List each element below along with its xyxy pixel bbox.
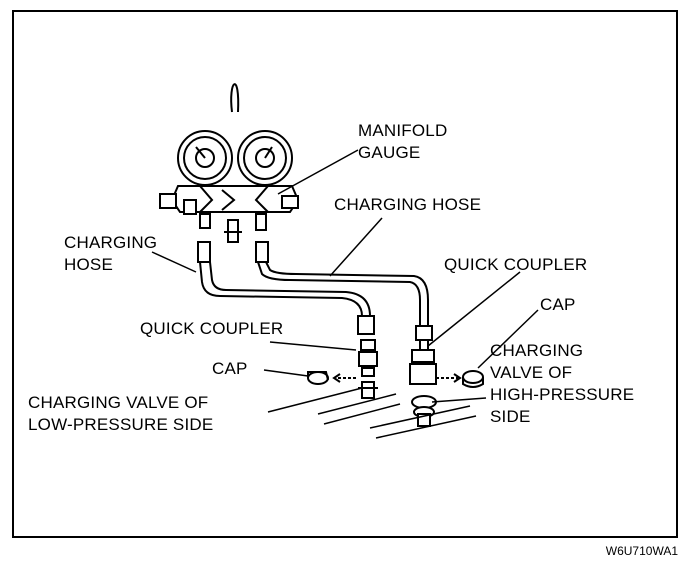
high-pressure-gauge — [237, 130, 293, 186]
high-side-quick-coupler — [409, 325, 437, 385]
left-valve-knob — [159, 193, 177, 209]
center-hose — [230, 83, 240, 113]
high-side-charging-valve — [411, 395, 437, 427]
leader-manifold — [277, 149, 359, 195]
label-charging-valve-high: CHARGING VALVE OF HIGH-PRESSURE SIDE — [490, 341, 635, 426]
label-charging-hose-right: CHARGING HOSE — [334, 195, 482, 214]
leader-cap-left — [263, 369, 309, 377]
leader-qc-right — [427, 271, 521, 347]
label-quick-coupler-right: QUICK COUPLER — [444, 255, 588, 274]
left-charging-hose — [199, 261, 363, 334]
leader-hose-right — [329, 217, 383, 277]
high-side-cap — [462, 370, 484, 384]
low-side-charging-valve — [358, 381, 378, 399]
label-cap-left: CAP — [212, 359, 248, 378]
leader-qc-left — [269, 341, 357, 351]
right-valve-knob — [281, 195, 299, 209]
label-manifold-gauge: MANIFOLD GAUGE — [358, 121, 448, 162]
label-charging-valve-low: CHARGING VALVE OF LOW-PRESSURE SIDE — [28, 393, 214, 434]
low-side-cap — [307, 371, 329, 385]
leader-hose-left — [151, 251, 197, 273]
right-charging-hose — [257, 261, 421, 350]
leader-valve-low — [267, 387, 363, 413]
label-cap-right: CAP — [540, 295, 576, 314]
leader-cap-right — [477, 309, 539, 369]
leader-valve-high — [431, 397, 487, 403]
label-quick-coupler-left: QUICK COUPLER — [140, 319, 284, 338]
low-side-quick-coupler — [357, 315, 378, 377]
label-charging-hose-left: CHARGING HOSE — [64, 233, 158, 274]
figure-code: W6U710WA1 — [605, 544, 678, 558]
low-pressure-gauge — [177, 130, 233, 186]
